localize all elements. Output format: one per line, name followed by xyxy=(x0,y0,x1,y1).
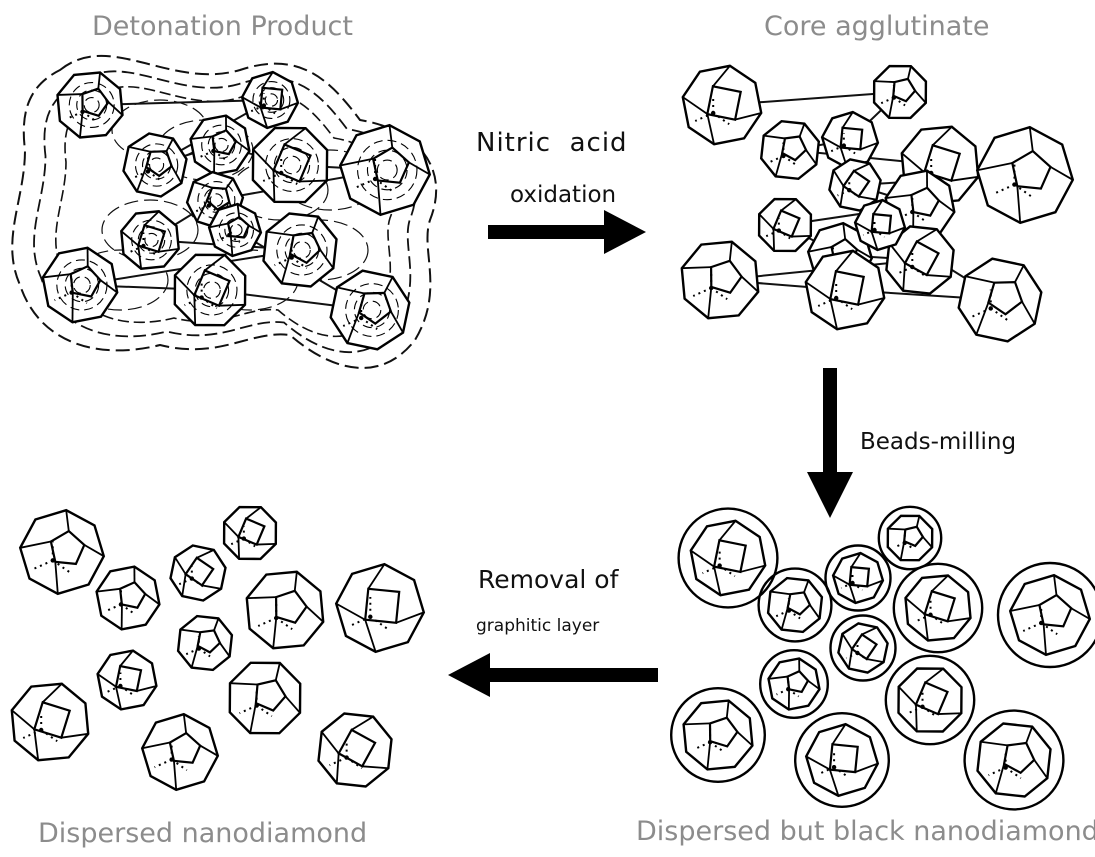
black-particle xyxy=(826,546,891,611)
detonation-particle xyxy=(191,116,250,175)
detonation-particle xyxy=(43,248,117,322)
dispersed-particle xyxy=(224,507,276,559)
detonation-particle xyxy=(121,211,178,268)
dispersed-particle xyxy=(178,616,232,670)
label-graphitic-layer: graphitic layer xyxy=(476,616,599,636)
detonation-particle xyxy=(264,214,337,287)
dispersed-particle xyxy=(319,714,392,787)
agglutinate-particle xyxy=(874,66,926,118)
agglutinate-particle xyxy=(761,121,819,179)
black-particle xyxy=(998,563,1095,667)
detonation-particle xyxy=(331,271,410,350)
detonation-particle xyxy=(242,72,298,128)
label-oxidation: oxidation xyxy=(510,182,616,208)
detonation-particle xyxy=(124,134,187,197)
label-beads-milling: Beads-milling xyxy=(860,429,1016,455)
black-particle xyxy=(671,688,765,782)
agglutinate-particle xyxy=(759,199,811,251)
black-particle xyxy=(679,509,778,608)
agglutinate-particle xyxy=(959,259,1042,342)
black-particle xyxy=(831,616,896,681)
black-particle xyxy=(760,650,828,718)
dispersed-particle xyxy=(142,714,218,790)
agglutinate-particle xyxy=(683,66,761,144)
nitric-acid-arrow xyxy=(488,210,646,254)
agglutinate-particle xyxy=(806,251,884,329)
detonation-particle xyxy=(209,204,261,256)
dispersed-particle xyxy=(12,684,88,760)
label-removal-of: Removal of xyxy=(478,565,618,594)
black-particle xyxy=(965,711,1064,810)
black-particle xyxy=(879,507,941,569)
caption-detonation-product: Detonation Product xyxy=(92,11,353,42)
dispersed-particle xyxy=(20,510,104,594)
beads-milling-arrow xyxy=(807,368,853,518)
caption-dispersed-nanodiamond: Dispersed nanodiamond xyxy=(38,818,367,849)
dispersed-particle xyxy=(171,546,226,601)
dispersed-particle xyxy=(336,564,424,652)
agglutinate-particle xyxy=(682,242,758,318)
detonation-particle xyxy=(340,125,430,215)
dispersed-particle xyxy=(98,651,157,710)
agglutinate-particle xyxy=(855,200,905,250)
black-particle xyxy=(795,713,889,807)
label-nitric-acid: Nitric acid xyxy=(476,128,628,158)
black-particle xyxy=(759,569,832,642)
detonation-particle xyxy=(253,128,327,202)
dispersed-particle xyxy=(247,572,323,648)
dispersed-particle xyxy=(97,567,160,630)
detonation-particle xyxy=(175,255,245,325)
caption-dispersed-black-nanodiamond: Dispersed but black nanodiamond xyxy=(636,816,1095,847)
detonation-particle xyxy=(58,73,123,138)
agglutinate-particle xyxy=(977,127,1073,223)
dispersed-particle xyxy=(230,663,300,733)
caption-core-agglutinate: Core agglutinate xyxy=(764,11,989,42)
black-particle xyxy=(886,656,974,744)
black-particle xyxy=(894,564,982,652)
graphite-removal-arrow xyxy=(448,653,658,697)
